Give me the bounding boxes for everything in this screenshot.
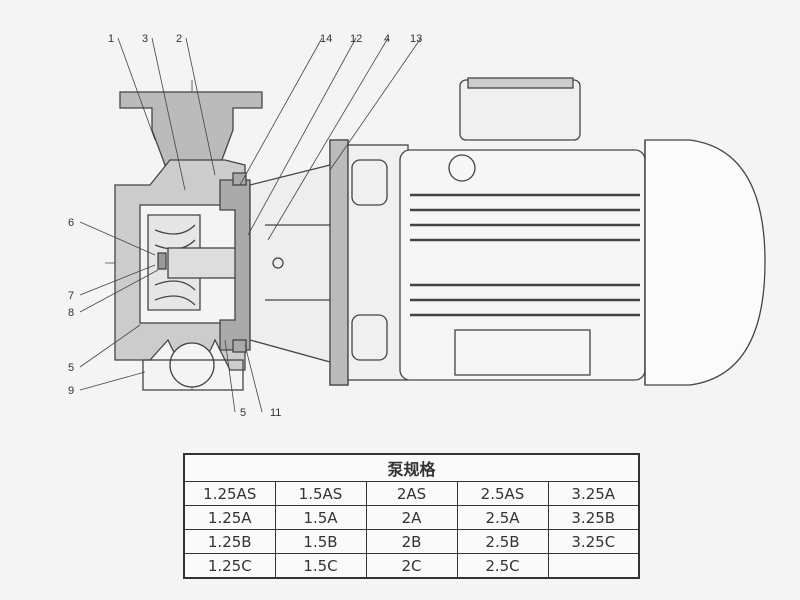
table-row: 1.25AS 1.5AS 2AS 2.5AS 3.25A — [183, 481, 640, 506]
table-cell: 2C — [365, 553, 458, 579]
table-cell — [547, 553, 640, 579]
motor — [347, 77, 766, 386]
table-row: 1.25A 1.5A 2A 2.5A 3.25B — [183, 505, 640, 530]
callout-5: 5 — [68, 362, 74, 374]
callout-6: 6 — [68, 217, 74, 229]
table-cell: 2.5AS — [456, 481, 549, 506]
table-row: 1.25B 1.5B 2B 2.5B 3.25C — [183, 529, 640, 554]
pump-cross-section-drawing: 1 3 2 14 12 4 13 6 7 8 5 9 5 11 — [68, 33, 766, 419]
callout-14: 14 — [320, 33, 332, 45]
callout-12: 12 — [350, 33, 362, 45]
table-cell: 3.25A — [547, 481, 640, 506]
callout-3: 3 — [142, 33, 148, 45]
table-cell: 1.25B — [183, 529, 276, 554]
table-cell: 2.5C — [456, 553, 549, 579]
table-cell: 3.25B — [547, 505, 640, 530]
table-cell: 2B — [365, 529, 458, 554]
callout-1: 1 — [108, 33, 114, 45]
motor-bracket — [249, 139, 349, 386]
table-title: 泵规格 — [183, 453, 640, 482]
callout-7: 7 — [68, 290, 74, 302]
callout-9: 9 — [68, 385, 74, 397]
table-cell: 1.5A — [274, 505, 367, 530]
callout-4: 4 — [384, 33, 390, 45]
callout-13: 13 — [410, 33, 422, 45]
leader-lines — [79, 37, 422, 413]
table-cell: 2A — [365, 505, 458, 530]
callout-8: 8 — [68, 307, 74, 319]
impeller — [147, 214, 244, 311]
table-cell: 1.5B — [274, 529, 367, 554]
table-cell: 2.5A — [456, 505, 549, 530]
table-row: 1.25C 1.5C 2C 2.5C — [183, 553, 640, 579]
table-cell: 2.5B — [456, 529, 549, 554]
callout-5-bottom: 5 — [240, 407, 246, 419]
table-cell: 1.5AS — [274, 481, 367, 506]
table-cell: 3.25C — [547, 529, 640, 554]
table-cell: 1.25C — [183, 553, 276, 579]
pump-spec-table: 泵规格 1.25AS 1.5AS 2AS 2.5AS 3.25A 1.25A 1… — [183, 453, 640, 579]
table-cell: 2AS — [365, 481, 458, 506]
callout-2: 2 — [176, 33, 182, 45]
callout-11: 11 — [270, 407, 281, 419]
table-cell: 1.25A — [183, 505, 276, 530]
callout-labels: 1 3 2 14 12 4 13 6 7 8 5 9 5 11 — [68, 33, 422, 419]
table-cell: 1.5C — [274, 553, 367, 579]
table-cell: 1.25AS — [183, 481, 276, 506]
